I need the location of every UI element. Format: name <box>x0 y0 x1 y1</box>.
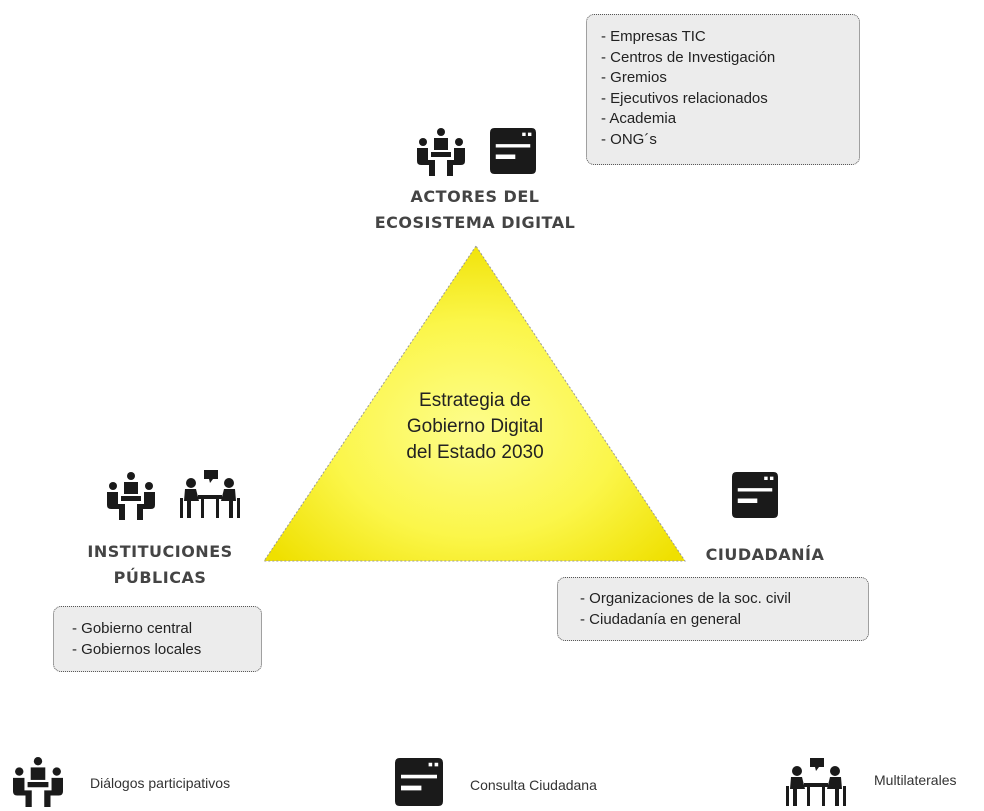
heading-line: ECOSISTEMA DIGITAL <box>374 213 576 232</box>
browser-window-icon <box>731 472 779 518</box>
list-item: - Ciudadanía en general <box>580 610 741 628</box>
heading-line: INSTITUCIONES <box>87 542 233 561</box>
list-item: - Gobiernos locales <box>72 640 202 658</box>
center-title-line: del Estado 2030 <box>406 442 544 463</box>
dialog-people-icon <box>12 757 64 807</box>
list-item: - Ejecutivos relacionados <box>601 89 768 107</box>
center-title-line: Gobierno Digital <box>406 416 544 437</box>
right-node-heading: CIUDADANÍA <box>700 542 830 568</box>
browser-window-icon <box>488 128 538 174</box>
list-item: - Centros de Investigación <box>601 48 776 66</box>
dialog-people-icon <box>416 128 466 176</box>
center-title: Estrategia de Gobierno Digital del Estad… <box>370 388 580 466</box>
left-node-heading: INSTITUCIONES PÚBLICAS <box>60 539 260 591</box>
top-node-heading: ACTORES DEL ECOSISTEMA DIGITAL <box>340 184 610 236</box>
legend-label-multilaterales: Multilaterales <box>874 772 957 788</box>
browser-window-icon <box>395 758 443 806</box>
center-title-line: Estrategia de <box>419 390 531 411</box>
heading-line: CIUDADANÍA <box>705 545 825 564</box>
meeting-table-icon <box>180 467 240 521</box>
legend-label-consulta: Consulta Ciudadana <box>470 777 597 793</box>
legend-label-dialogos: Diálogos participativos <box>90 775 231 791</box>
list-item: - ONG´s <box>601 130 657 148</box>
right-citizens-list: - Organizaciones de la soc. civil - Ciud… <box>557 577 869 641</box>
top-actors-list: - Empresas TIC - Centros de Investigació… <box>586 14 860 165</box>
dialog-people-icon <box>106 472 156 520</box>
heading-line: ACTORES DEL <box>410 187 540 206</box>
list-item: - Academia <box>601 110 677 127</box>
list-item: - Organizaciones de la soc. civil <box>580 590 791 607</box>
meeting-table-icon <box>786 755 846 809</box>
list-item: - Gremios <box>601 69 667 86</box>
list-item: - Empresas TIC <box>601 28 706 45</box>
list-item: - Gobierno central <box>72 620 193 637</box>
heading-line: PÚBLICAS <box>113 568 207 587</box>
left-institutions-list: - Gobierno central - Gobiernos locales <box>53 606 262 672</box>
